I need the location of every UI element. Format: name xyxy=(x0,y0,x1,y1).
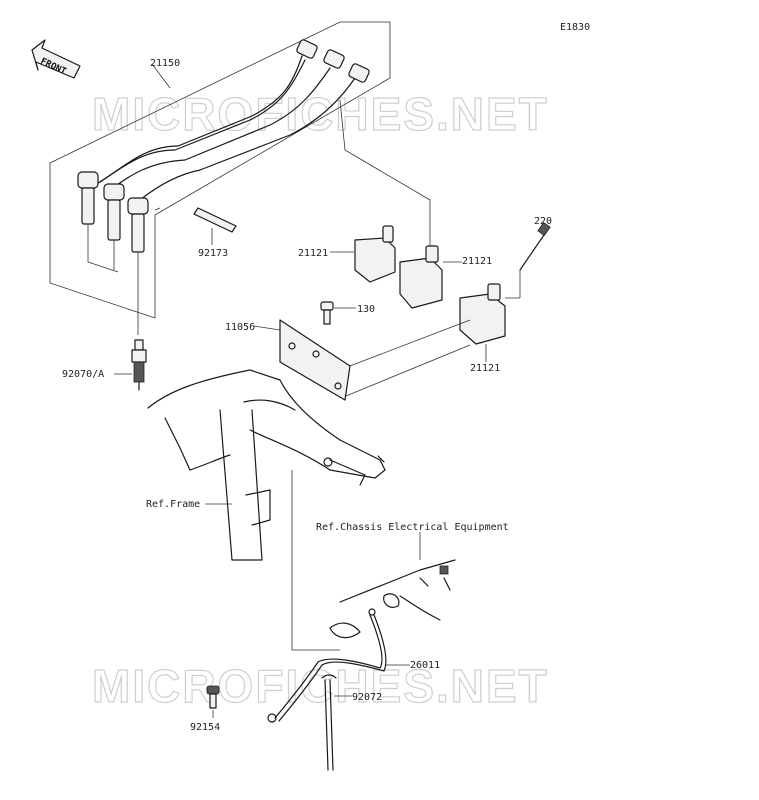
diagram-code: E1830 xyxy=(560,22,590,33)
ignition-coil-middle: 21121 xyxy=(399,245,492,309)
bolt-92154: 92154 xyxy=(190,685,220,733)
ignition-cable-assembly: 21150 xyxy=(49,21,431,335)
label-92072: 92072 xyxy=(352,692,382,703)
label-ref-frame: Ref.Frame xyxy=(146,499,200,510)
label-21121-middle: 21121 xyxy=(462,256,492,267)
watermark-top: MICROFICHES.NET xyxy=(92,88,549,140)
label-220: 220 xyxy=(534,216,552,227)
label-ref-chassis: Ref.Chassis Electrical Equipment xyxy=(316,522,509,533)
label-21121-left: 21121 xyxy=(298,248,328,259)
label-92173: 92173 xyxy=(198,248,228,259)
bolt-220: 220 xyxy=(505,216,552,299)
front-arrow-icon: FRONT xyxy=(31,39,81,79)
frame-section: Ref.Frame xyxy=(146,369,386,561)
label-92070a: 92070/A xyxy=(62,369,104,380)
cable-clamp: 92173 xyxy=(193,207,237,259)
ignition-coil-left: 21121 xyxy=(298,225,396,283)
coil-bracket: 11056 xyxy=(225,319,471,401)
label-92154: 92154 xyxy=(190,722,220,733)
spark-plug: 92070/A xyxy=(62,339,147,391)
ignition-coil-lower: 21121 xyxy=(459,283,506,374)
chassis-electrical-reference: Ref.Chassis Electrical Equipment xyxy=(291,470,509,651)
cable-tie: 92072 xyxy=(321,674,382,771)
label-130: 130 xyxy=(357,304,375,315)
ground-cable: 26011 xyxy=(267,608,440,723)
label-11056: 11056 xyxy=(225,322,255,333)
label-26011: 26011 xyxy=(410,660,440,671)
label-21121-lower: 21121 xyxy=(470,363,500,374)
bolt-130: 130 xyxy=(320,301,375,325)
label-21150: 21150 xyxy=(150,58,180,69)
